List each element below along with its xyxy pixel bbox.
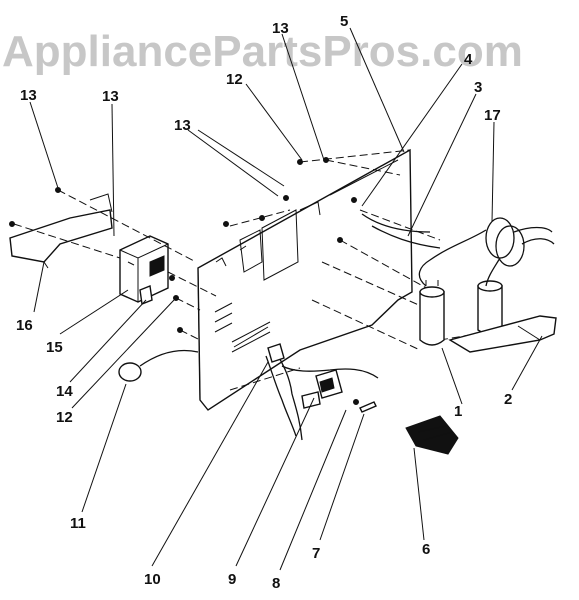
capacitor-part-2 — [448, 280, 557, 353]
callout-15: 15 — [46, 339, 63, 356]
callout-5: 5 — [340, 13, 348, 30]
callout-13-top: 13 — [272, 20, 289, 37]
pin-part-7 — [359, 401, 377, 413]
callout-12-left: 12 — [56, 409, 73, 426]
callout-1: 1 — [454, 403, 462, 420]
callout-2: 2 — [504, 391, 512, 408]
callout-11: 11 — [70, 515, 86, 532]
callout-13-left: 13 — [20, 87, 37, 104]
bracket-part-8 — [301, 391, 321, 409]
terminal-block-part-6 — [405, 415, 459, 455]
callout-13-center-left: 13 — [102, 88, 119, 105]
sensor-part-11 — [118, 349, 199, 382]
callout-12-top: 12 — [226, 71, 243, 88]
callout-3: 3 — [474, 79, 482, 96]
callout-8: 8 — [272, 575, 280, 592]
switch-part-9 — [315, 369, 343, 399]
callout-16: 16 — [16, 317, 33, 334]
leader-lines — [29, 27, 543, 571]
control-panel — [197, 148, 413, 411]
callout-6: 6 — [422, 541, 430, 558]
callout-7: 7 — [312, 545, 320, 562]
callout-9: 9 — [228, 571, 236, 588]
callout-13-panel: 13 — [174, 117, 191, 134]
callout-4: 4 — [464, 51, 473, 68]
callout-labels: 13 13 13 13 12 5 4 3 17 16 15 14 12 1 2 … — [16, 13, 512, 592]
callout-17: 17 — [484, 107, 501, 124]
callout-14: 14 — [56, 383, 73, 400]
wire-lead-part-10 — [265, 343, 379, 441]
bracket-part-16 — [9, 193, 113, 269]
callout-10: 10 — [144, 571, 161, 588]
clip-part-14 — [139, 285, 153, 305]
capacitor-part-1 — [419, 280, 445, 346]
wire-harness-17 — [361, 213, 555, 287]
relay-part-15 — [119, 235, 169, 303]
watermark: AppliancePartsPros.com — [2, 27, 523, 76]
